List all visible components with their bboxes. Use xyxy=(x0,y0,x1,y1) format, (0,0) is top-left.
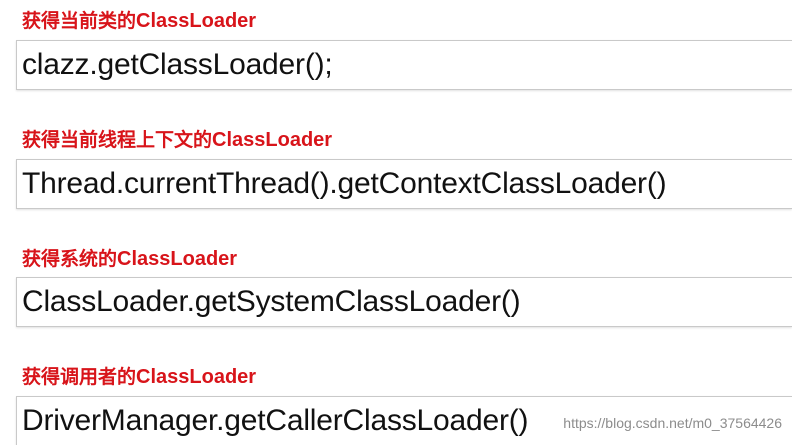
section-3-heading-prefix: 获得系统的 xyxy=(22,248,118,270)
section-3-heading-keyword: ClassLoader xyxy=(117,248,238,270)
section-2-heading-prefix: 获得当前线程上下文的 xyxy=(22,129,213,151)
section-2-heading: 获得当前线程上下文的ClassLoader xyxy=(22,128,332,152)
section-4-code-box: DriverManager.getCallerClassLoader() xyxy=(16,396,792,445)
section-2-heading-keyword: ClassLoader xyxy=(212,129,333,151)
section-2-code: Thread.currentThread().getContextClassLo… xyxy=(22,167,667,200)
section-1-heading: 获得当前类的ClassLoader xyxy=(22,9,256,33)
section-4-heading: 获得调用者的ClassLoader xyxy=(22,365,256,389)
section-4-heading-prefix: 获得调用者的 xyxy=(22,366,137,388)
section-1-code-box: clazz.getClassLoader(); xyxy=(16,40,792,90)
section-1-code: clazz.getClassLoader(); xyxy=(22,48,333,81)
watermark-text: https://blog.csdn.net/m0_37564426 xyxy=(563,415,782,431)
section-1-heading-prefix: 获得当前类的 xyxy=(22,10,137,32)
section-3-code: ClassLoader.getSystemClassLoader() xyxy=(22,285,521,318)
section-3-heading: 获得系统的ClassLoader xyxy=(22,247,237,271)
section-4-heading-keyword: ClassLoader xyxy=(136,366,257,388)
section-4-code: DriverManager.getCallerClassLoader() xyxy=(22,404,529,437)
section-1-heading-keyword: ClassLoader xyxy=(136,10,257,32)
section-3-code-box: ClassLoader.getSystemClassLoader() xyxy=(16,277,792,327)
section-2-code-box: Thread.currentThread().getContextClassLo… xyxy=(16,159,792,209)
